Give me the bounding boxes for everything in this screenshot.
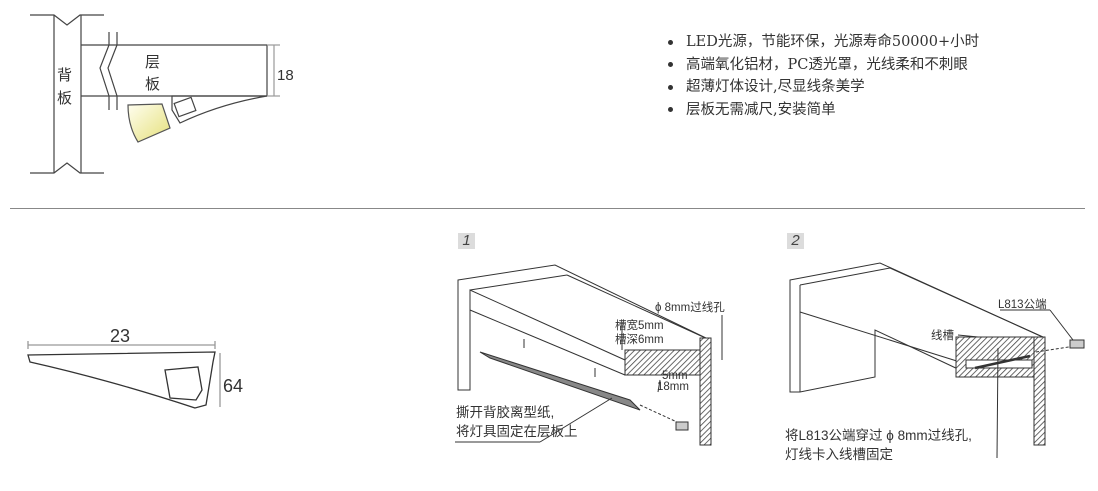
feature-item: 高端氧化铝材，PC透光罩，光线柔和不刺眼 <box>668 54 979 77</box>
feature-list: LED光源，节能环保，光源寿命50000+小时 高端氧化铝材，PC透光罩，光线柔… <box>668 31 979 121</box>
profile-cross-section <box>27 341 221 409</box>
groove-label: 线槽 <box>931 328 954 342</box>
shelf-label-2: 板 <box>145 75 160 93</box>
connector-label: L813公端 <box>998 298 1047 311</box>
feature-text: 层板无需减尺,安装简单 <box>686 101 836 118</box>
feature-item: 超薄灯体设计,尽显线条美学 <box>668 76 979 99</box>
step1-badge: 1 <box>458 233 475 249</box>
back-panel-label-2: 板 <box>57 89 72 107</box>
bullet-icon <box>668 84 673 90</box>
hole-label: ϕ 8mm过线孔 <box>655 300 725 314</box>
dim-5mm: 5mm <box>662 370 688 382</box>
step2-instruction-2: 灯线卡入线槽固定 <box>785 447 893 462</box>
bullet-icon <box>668 62 673 68</box>
bullet-icon <box>668 39 673 45</box>
back-panel-label-1: 背 <box>57 67 72 84</box>
step1-drawing <box>455 264 723 446</box>
feature-item: LED光源，节能环保，光源寿命50000+小时 <box>668 31 979 54</box>
groove-width-label: 槽宽5mm <box>615 318 664 332</box>
feature-item: 层板无需减尺,安装简单 <box>668 99 979 122</box>
feature-text: 高端氧化铝材，PC透光罩，光线柔和不刺眼 <box>686 56 968 73</box>
feature-text: 超薄灯体设计,尽显线条美学 <box>686 79 865 95</box>
feature-text: LED光源，节能环保，光源寿命50000+小时 <box>686 34 980 50</box>
step2-drawing <box>789 262 1085 459</box>
groove-depth-label: 槽深6mm <box>615 332 664 346</box>
section-divider <box>10 208 1085 209</box>
dim-18mm: 18mm <box>657 381 689 393</box>
step2-badge: 2 <box>787 233 804 249</box>
step1-instruction-1: 撕开背胶离型纸, <box>456 404 554 420</box>
profile-height-dimension: 64 <box>223 376 243 396</box>
section-mount-diagram <box>30 14 280 174</box>
thickness-dimension: 18 <box>277 67 294 84</box>
light-beam <box>127 103 171 143</box>
step2-instruction-1: 将L813公端穿过 ϕ 8mm过线孔, <box>785 428 972 443</box>
profile-width-dimension: 23 <box>110 326 130 346</box>
shelf-label-1: 层 <box>145 54 160 71</box>
step1-instruction-2: 将灯具固定在层板上 <box>456 424 578 439</box>
bullet-icon <box>668 107 673 113</box>
